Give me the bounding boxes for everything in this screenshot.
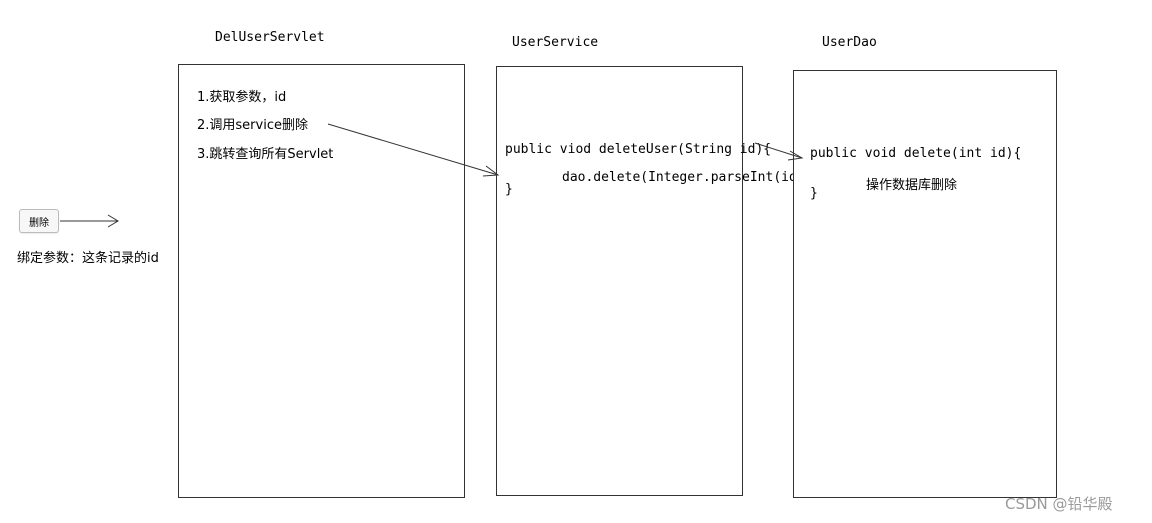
bind-note: 绑定参数：这条记录的id bbox=[17, 251, 159, 266]
service-title: UserService bbox=[512, 35, 599, 50]
servlet-step-3: 3.跳转查询所有Servlet bbox=[197, 147, 334, 162]
service-code-body: dao.delete(Integer.parseInt(id)); bbox=[562, 170, 821, 185]
servlet-title: DelUserServlet bbox=[215, 30, 325, 45]
dao-code-close: } bbox=[810, 186, 818, 201]
dao-title: UserDao bbox=[822, 35, 877, 50]
dao-code-body: 操作数据库删除 bbox=[866, 178, 958, 193]
service-code-close: } bbox=[505, 182, 513, 197]
dao-box bbox=[793, 70, 1057, 498]
delete-arrow bbox=[60, 214, 119, 228]
delete-button[interactable]: 删除 bbox=[19, 209, 59, 233]
dao-code-signature: public void delete(int id){ bbox=[810, 146, 1022, 161]
servlet-step-2: 2.调用service删除 bbox=[197, 118, 308, 133]
servlet-step-1: 1.获取参数，id bbox=[197, 90, 287, 105]
service-code-signature: public viod deleteUser(String id){ bbox=[505, 142, 772, 157]
service-box bbox=[496, 66, 743, 496]
csdn-watermark: CSDN @铅华殿 bbox=[1005, 495, 1113, 513]
